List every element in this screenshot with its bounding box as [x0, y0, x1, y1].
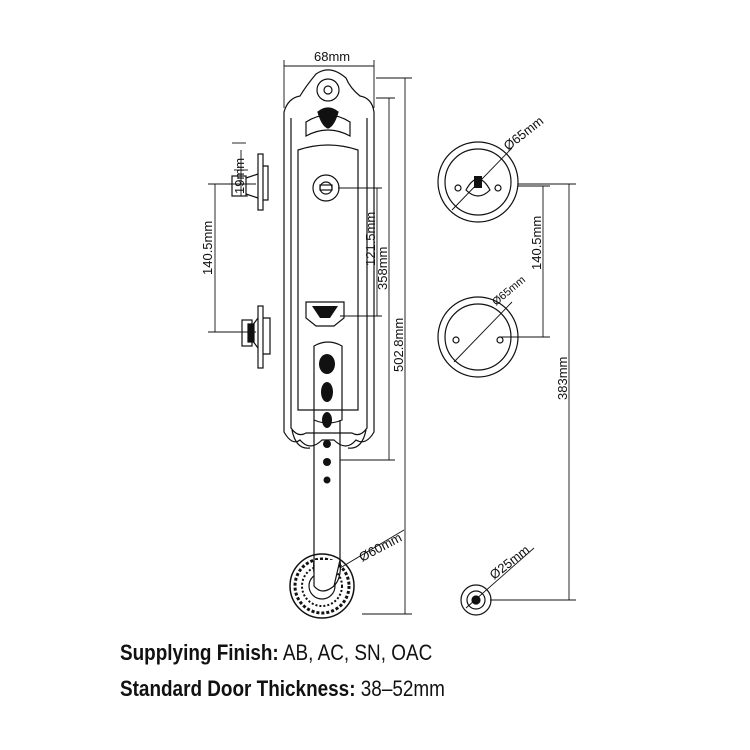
cylinder-to-latch-label: 121.5mm	[363, 212, 378, 266]
plate-height-label: 358mm	[375, 247, 390, 290]
door-thickness-value: 38–52mm	[360, 676, 445, 701]
door-thickness-label: Standard Door Thickness:	[120, 676, 356, 701]
supplying-finish-value: AB, AC, SN, OAC	[282, 640, 433, 665]
right-total-label: 383mm	[555, 357, 570, 400]
deadbolt-escutcheon	[437, 141, 519, 223]
escutcheon-diameter-mid-label: Ø65mm	[490, 274, 528, 308]
handle-base-rose	[289, 553, 355, 619]
supplying-finish-label: Supplying Finish:	[120, 640, 279, 665]
small-rose-diameter-label: Ø25mm	[487, 542, 533, 582]
small-rose	[460, 584, 492, 616]
handle-base-diameter-label: Ø60mm	[356, 530, 404, 565]
cylinder-icon	[312, 174, 340, 202]
backset-right-label: 140.5mm	[529, 216, 544, 270]
door-thickness-line: Standard Door Thickness: 38–52mm	[120, 676, 445, 702]
thumbturn-projection-label: 19mm	[232, 158, 247, 194]
supplying-finish-line: Supplying Finish: AB, AC, SN, OAC	[120, 640, 432, 666]
dimension-lines	[208, 60, 576, 615]
overall-height-label: 502.8mm	[391, 318, 406, 372]
escutcheon-diameter-top-label: Ø65mm	[501, 113, 547, 153]
plate-width-label: 68mm	[314, 49, 350, 64]
backset-left-label: 140.5mm	[200, 221, 215, 275]
handleset-front-view	[283, 69, 375, 587]
